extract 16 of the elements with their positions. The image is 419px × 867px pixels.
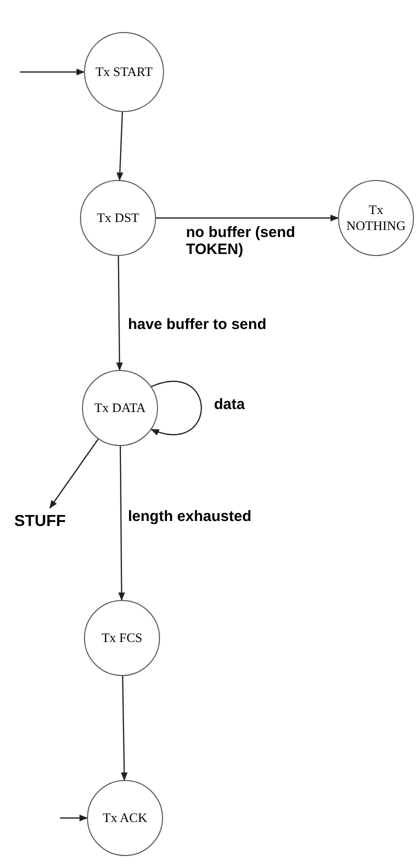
arrow bbox=[116, 112, 124, 181]
state-name: Tx FCS bbox=[100, 630, 144, 646]
state-name: STUFF bbox=[14, 512, 66, 532]
arrow bbox=[20, 68, 85, 76]
state-name: Tx START bbox=[94, 64, 154, 80]
state-name: Tx NOTHING bbox=[345, 202, 407, 234]
state-name: Tx ACK bbox=[102, 810, 148, 826]
state-name: Tx DST bbox=[96, 210, 140, 226]
arrow bbox=[120, 676, 128, 781]
arrow bbox=[60, 814, 88, 822]
arrow bbox=[116, 256, 123, 371]
arrow bbox=[118, 446, 125, 601]
arrow bbox=[49, 438, 99, 509]
arrow bbox=[150, 381, 202, 435]
state-name: Tx DATA bbox=[93, 400, 147, 416]
arrow bbox=[156, 214, 339, 222]
